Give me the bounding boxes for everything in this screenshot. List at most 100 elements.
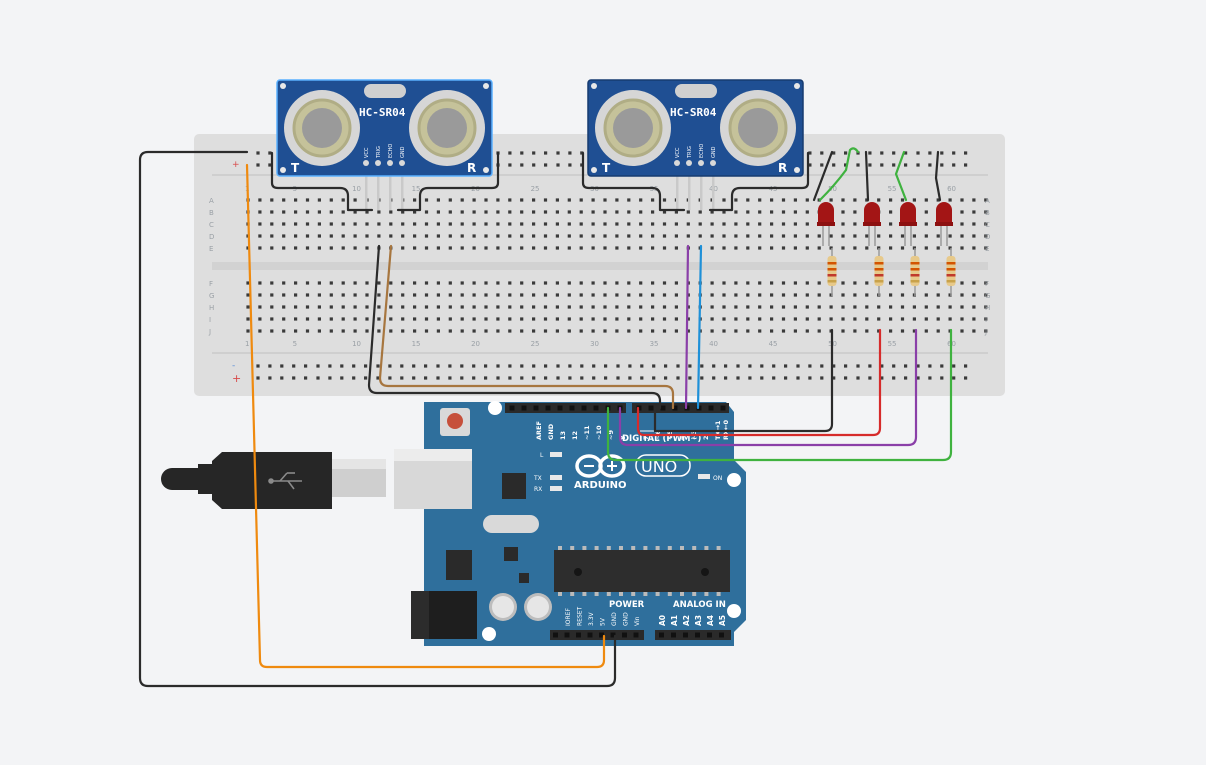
wire-sensor1-signal[interactable] [378, 244, 675, 410]
led-1[interactable] [817, 202, 835, 246]
mount-hole [727, 604, 741, 618]
power-pin-label: 5V [600, 617, 607, 626]
column-number: 15 [412, 185, 421, 193]
wire-led1[interactable] [653, 328, 834, 433]
digital-header-left[interactable] [505, 403, 626, 413]
wire-led2-top[interactable] [864, 150, 870, 202]
wire-rail-black[interactable] [812, 150, 834, 202]
reset-button-cap[interactable] [447, 413, 463, 429]
wire-5v-rail[interactable] [245, 163, 606, 669]
sensor-pin[interactable] [686, 160, 692, 166]
digital-pin-label: GND [547, 423, 555, 440]
row-label: F [985, 280, 989, 288]
row-label: I [985, 316, 987, 324]
analog-header[interactable] [655, 630, 731, 640]
breadboard-holes [246, 151, 988, 380]
digital-pin-label: 7 [642, 435, 650, 440]
sensor-pin[interactable] [363, 160, 369, 166]
led-4[interactable] [935, 202, 953, 246]
wire-led4-top[interactable] [934, 150, 942, 202]
wire-sensor1-gnd[interactable] [367, 244, 662, 410]
row-label: F [209, 280, 213, 288]
row-label: E [209, 245, 213, 253]
digital-pin-label: 4 [678, 435, 686, 440]
row-label: E [985, 245, 989, 253]
row-label: H [209, 304, 214, 312]
sensor-pin[interactable] [674, 160, 680, 166]
resistor-1[interactable] [827, 248, 837, 296]
wire-sensor2-left[interactable] [581, 151, 686, 212]
sensor-pin-label: GND [400, 146, 406, 158]
digital-pin-label: ~10 [595, 425, 603, 440]
column-number: 20 [471, 340, 480, 348]
resistor-4[interactable] [946, 248, 956, 296]
wire-sensor2-echo[interactable] [696, 244, 703, 410]
digital-header-right[interactable] [632, 403, 729, 413]
row-label: B [209, 209, 214, 217]
transmitter-label: T [602, 161, 611, 175]
l-led [550, 452, 562, 457]
power-label: POWER [609, 600, 645, 610]
wire-led4[interactable] [606, 328, 953, 462]
digital-pin-label: 2 [702, 435, 710, 440]
analog-pin-label: A0 [658, 615, 667, 626]
wire-led2[interactable] [636, 328, 882, 437]
sensor-pin-label: VCC [364, 147, 370, 158]
digital-pin-label: AREF [535, 421, 543, 440]
digital-pin-label: 8 [619, 435, 627, 440]
analog-pin-label: A4 [706, 615, 715, 626]
analog-label: ANALOG IN [673, 600, 726, 610]
sensor-pin[interactable] [710, 160, 716, 166]
wire-sensor1-right[interactable] [396, 151, 500, 212]
power-header[interactable] [550, 630, 644, 640]
digital-pin-label: ~9 [607, 430, 615, 440]
rail-plus-label: + [232, 160, 240, 170]
sensor-pin-label: VCC [675, 147, 681, 158]
row-label: C [985, 221, 990, 229]
led-3[interactable] [899, 202, 917, 246]
rail-plus-label-bottom: + [232, 372, 241, 385]
power-pin-label: GND [611, 612, 618, 626]
wire-sensor2-right[interactable] [708, 151, 810, 212]
analog-pin-label: A3 [694, 615, 703, 626]
sensor-pin[interactable] [375, 160, 381, 166]
breadboard[interactable]: 1155101015152020252530303535404045455050… [194, 134, 1005, 396]
resistor-3[interactable] [910, 248, 920, 296]
sensor-pin[interactable] [399, 160, 405, 166]
sensor-pin-label: ECHO [388, 144, 394, 158]
column-number: 25 [531, 340, 540, 348]
column-number: 55 [888, 340, 897, 348]
mount-hole [482, 627, 496, 641]
wire-sensor1-left[interactable] [270, 151, 374, 212]
column-number: 50 [828, 185, 837, 193]
wire-gnd-rail[interactable] [138, 150, 617, 688]
row-label: B [985, 209, 990, 217]
transistor [519, 573, 529, 583]
wire-led3-top[interactable] [894, 150, 908, 202]
wire-led3[interactable] [618, 328, 918, 447]
sensor-model-label: HC-SR04 [670, 106, 717, 119]
sensor-pin[interactable] [387, 160, 393, 166]
power-pin-label: IOREF [565, 608, 572, 626]
l-led-label: L [540, 452, 544, 459]
led-2[interactable] [863, 202, 881, 246]
wire-led1-top[interactable] [818, 147, 860, 202]
usb-cable[interactable] [161, 452, 386, 509]
atmega-chip [554, 550, 730, 592]
crystal-oscillator [483, 515, 539, 533]
resistor-2[interactable] [874, 248, 884, 296]
arduino-infinity-logo [575, 454, 626, 478]
arduino-brand: ARDUINO [574, 480, 626, 491]
power-pin-label: GND [623, 612, 630, 626]
column-number: 15 [412, 340, 421, 348]
wire-sensor2-trig[interactable] [684, 244, 690, 410]
column-number: 25 [531, 185, 540, 193]
sensor-pin-label: GND [711, 146, 717, 158]
column-number: 40 [709, 340, 718, 348]
sensor-pin[interactable] [698, 160, 704, 166]
power-pin-label: RESET [577, 606, 584, 626]
